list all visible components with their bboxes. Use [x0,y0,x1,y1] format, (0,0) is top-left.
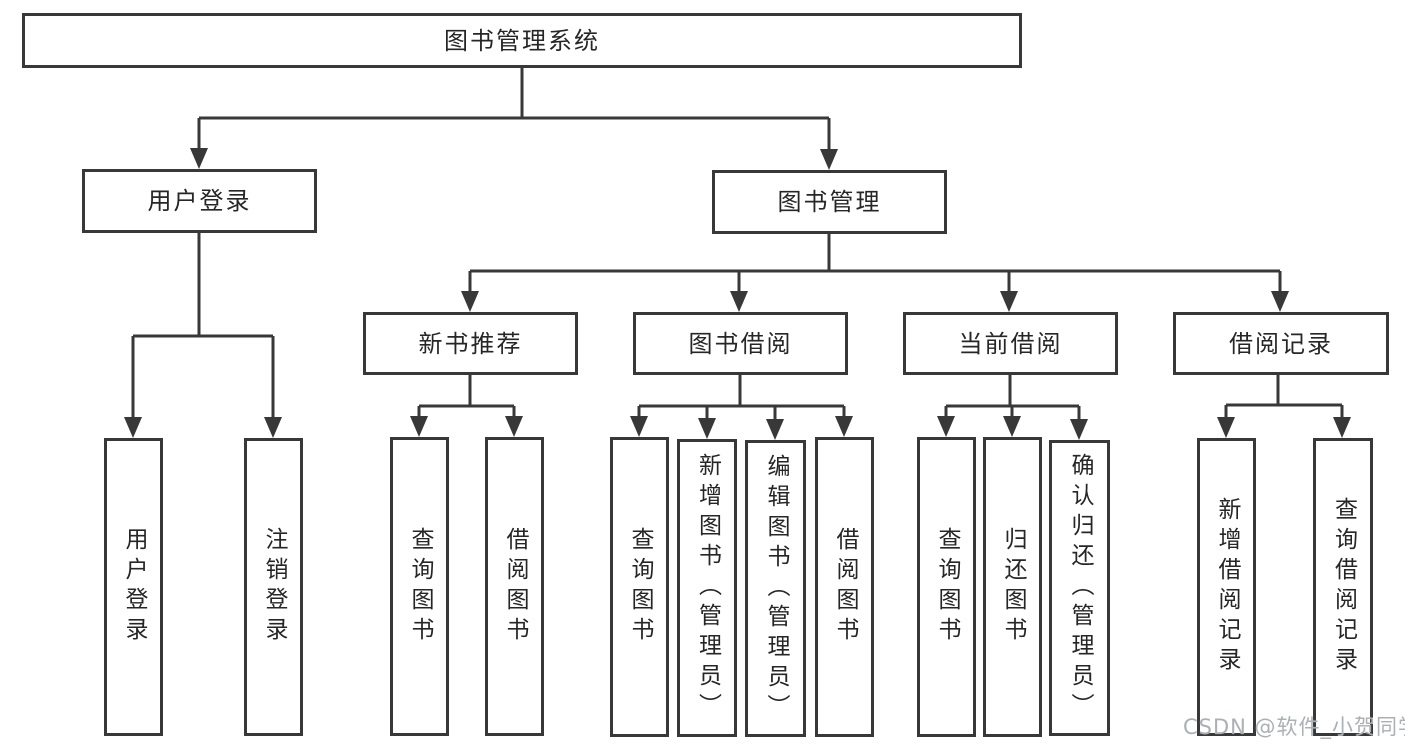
arrowhead-icon [1333,417,1351,438]
node-label: 确认归还（管理员） [1067,453,1093,723]
node-query-book-3: 查询图书 [917,437,976,737]
arrowhead-icon [820,149,838,170]
node-label: 当前借阅 [958,329,1063,358]
node-add-borrow-record: 新增借阅记录 [1197,438,1256,736]
arrowhead-icon [937,416,955,437]
node-label: 图书借阅 [688,329,793,358]
arrowhead-icon [1217,417,1235,438]
arrowhead-icon [124,417,142,438]
node-label: 编辑图书（管理员） [763,453,789,724]
arrowhead-icon [1003,416,1021,437]
node-label: 借阅图书 [502,526,528,647]
node-label: 查询图书 [407,526,433,647]
node-label: 归还图书 [1000,527,1026,647]
node-add-book-admin: 新增图书（管理员） [677,439,737,737]
arrowhead-icon [698,418,716,439]
arrowhead-icon [630,416,648,437]
node-borrowing-records: 借阅记录 [1173,312,1389,375]
node-label: 查询图书 [934,527,960,647]
node-new-book-recommend: 新书推荐 [363,312,578,375]
arrowhead-icon [730,291,748,312]
node-label: 借阅图书 [832,527,858,647]
arrowhead-icon [766,419,784,440]
arrowhead-icon [505,416,523,437]
node-edit-book-admin: 编辑图书（管理员） [745,440,806,737]
node-label: 用户登录 [147,187,252,215]
node-borrow-book-1: 借阅图书 [485,437,544,736]
arrowhead-icon [835,416,853,437]
arrowhead-icon [264,417,282,438]
arrowhead-icon [410,416,428,437]
node-query-book-1: 查询图书 [390,437,449,736]
arrowhead-icon [461,291,479,312]
node-return-book: 归还图书 [983,437,1042,737]
node-book-borrowing: 图书借阅 [633,312,848,375]
node-label: 查询图书 [627,527,653,647]
node-query-book-2: 查询图书 [610,437,669,737]
arrowhead-icon [190,148,208,169]
node-borrow-book-2: 借阅图书 [815,437,874,737]
node-book-management: 图书管理 [712,170,947,234]
node-label: 图书管理系统 [444,26,600,55]
csdn-watermark: CSDN @软件_小贺同学 [1183,715,1405,739]
arrowhead-icon [1000,291,1018,312]
node-root: 图书管理系统 [22,13,1022,68]
node-user-login-leaf: 用户登录 [104,438,163,736]
node-label: 新增借阅记录 [1214,497,1240,677]
node-label: 图书管理 [777,188,882,216]
node-label: 注销登录 [261,527,287,647]
node-logout: 注销登录 [244,438,303,736]
node-user-login: 用户登录 [82,169,317,233]
node-query-borrow-record: 查询借阅记录 [1313,438,1373,736]
node-label: 用户登录 [121,527,147,647]
node-confirm-return-admin: 确认归还（管理员） [1049,440,1110,736]
node-label: 新增图书（管理员） [694,453,721,723]
node-label: 新书推荐 [418,329,523,358]
node-current-borrowing: 当前借阅 [903,312,1118,375]
node-label: 查询借阅记录 [1330,497,1357,677]
arrowhead-icon [1271,291,1289,312]
node-label: 借阅记录 [1229,329,1333,358]
arrowhead-icon [1070,419,1088,440]
